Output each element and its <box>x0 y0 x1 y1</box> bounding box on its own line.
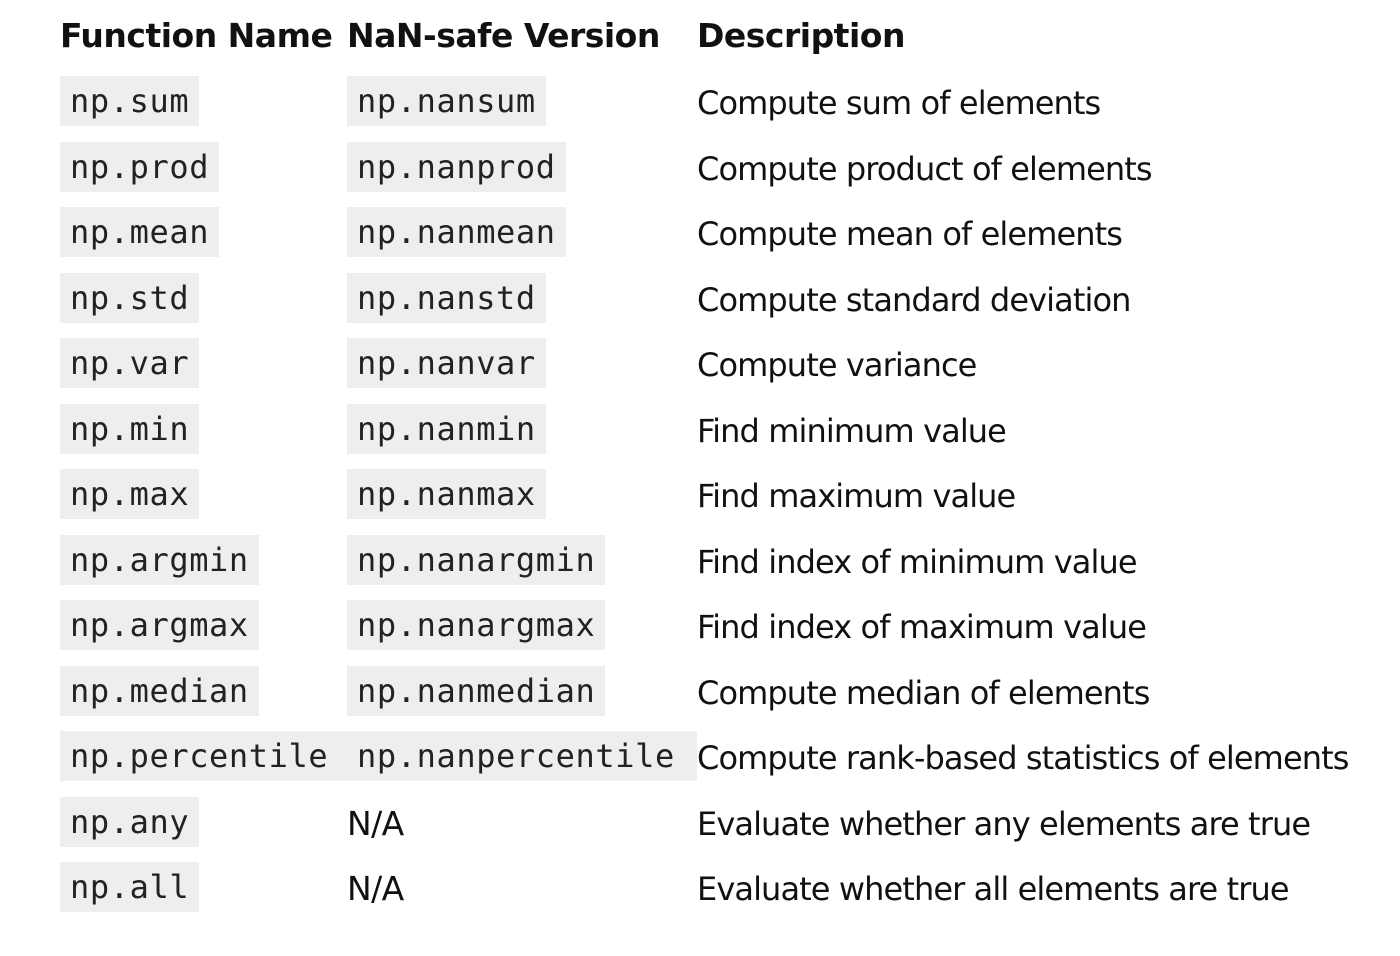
description-cell: Find minimum value <box>697 412 1007 450</box>
table-row: np.std np.nanstd Compute standard deviat… <box>60 273 1400 323</box>
nan-safe-cell: N/A <box>347 869 404 908</box>
nan-safe-cell: np.nanargmax <box>347 600 606 650</box>
nan-safe-cell: np.nanmin <box>347 404 546 454</box>
description-cell: Compute product of elements <box>697 150 1153 188</box>
description-cell: Compute standard deviation <box>697 281 1131 319</box>
description-cell: Compute variance <box>697 346 977 384</box>
nan-safe-cell: np.nanpercentile <box>347 731 697 781</box>
table-row: np.mean np.nanmean Compute mean of eleme… <box>60 207 1400 257</box>
function-cell: np.std <box>60 273 200 323</box>
table-row: np.any N/A Evaluate whether any elements… <box>60 797 1400 847</box>
nan-safe-cell: np.nanmedian <box>347 666 606 716</box>
description-cell: Evaluate whether all elements are true <box>697 870 1290 908</box>
function-cell: np.sum <box>60 76 200 126</box>
table-row: np.var np.nanvar Compute variance <box>60 338 1400 388</box>
nan-safe-cell: N/A <box>347 804 404 843</box>
function-cell: np.any <box>60 797 200 847</box>
table-row: np.min np.nanmin Find minimum value <box>60 404 1400 454</box>
function-cell: np.min <box>60 404 200 454</box>
table-row: np.sum np.nansum Compute sum of elements <box>60 76 1400 126</box>
description-cell: Compute median of elements <box>697 674 1150 712</box>
table-row: np.argmin np.nanargmin Find index of min… <box>60 535 1400 585</box>
table-row: np.all N/A Evaluate whether all elements… <box>60 862 1400 912</box>
table-row: np.prod np.nanprod Compute product of el… <box>60 142 1400 192</box>
header-function-name: Function Name <box>60 16 333 55</box>
header-nan-safe-version: NaN-safe Version <box>347 16 660 55</box>
table-row: np.median np.nanmedian Compute median of… <box>60 666 1400 716</box>
function-cell: np.mean <box>60 207 220 257</box>
nan-safe-cell: np.nanprod <box>347 142 566 192</box>
description-cell: Find maximum value <box>697 477 1016 515</box>
table-row: np.percentile np.nanpercentile Compute r… <box>60 731 1400 781</box>
function-cell: np.all <box>60 862 200 912</box>
description-cell: Compute mean of elements <box>697 215 1123 253</box>
nan-safe-cell: np.nanmean <box>347 207 566 257</box>
description-cell: Compute rank-based statistics of element… <box>697 739 1349 777</box>
function-cell: np.var <box>60 338 200 388</box>
nan-safe-cell: np.nansum <box>347 76 546 126</box>
table-row: np.max np.nanmax Find maximum value <box>60 469 1400 519</box>
table-header-row: Function Name NaN-safe Version Descripti… <box>60 12 1400 60</box>
nan-safe-cell: np.nanmax <box>347 469 546 519</box>
function-cell: np.prod <box>60 142 220 192</box>
table-row: np.argmax np.nanargmax Find index of max… <box>60 600 1400 650</box>
function-cell: np.median <box>60 666 259 716</box>
description-cell: Find index of maximum value <box>697 608 1147 646</box>
function-cell: np.percentile <box>60 731 347 781</box>
description-cell: Evaluate whether any elements are true <box>697 805 1311 843</box>
description-cell: Compute sum of elements <box>697 84 1101 122</box>
function-cell: np.argmax <box>60 600 259 650</box>
header-description: Description <box>697 16 905 55</box>
description-cell: Find index of minimum value <box>697 543 1138 581</box>
nan-safe-cell: np.nanstd <box>347 273 546 323</box>
function-cell: np.max <box>60 469 200 519</box>
function-cell: np.argmin <box>60 535 259 585</box>
nan-safe-cell: np.nanvar <box>347 338 546 388</box>
nan-safe-cell: np.nanargmin <box>347 535 606 585</box>
